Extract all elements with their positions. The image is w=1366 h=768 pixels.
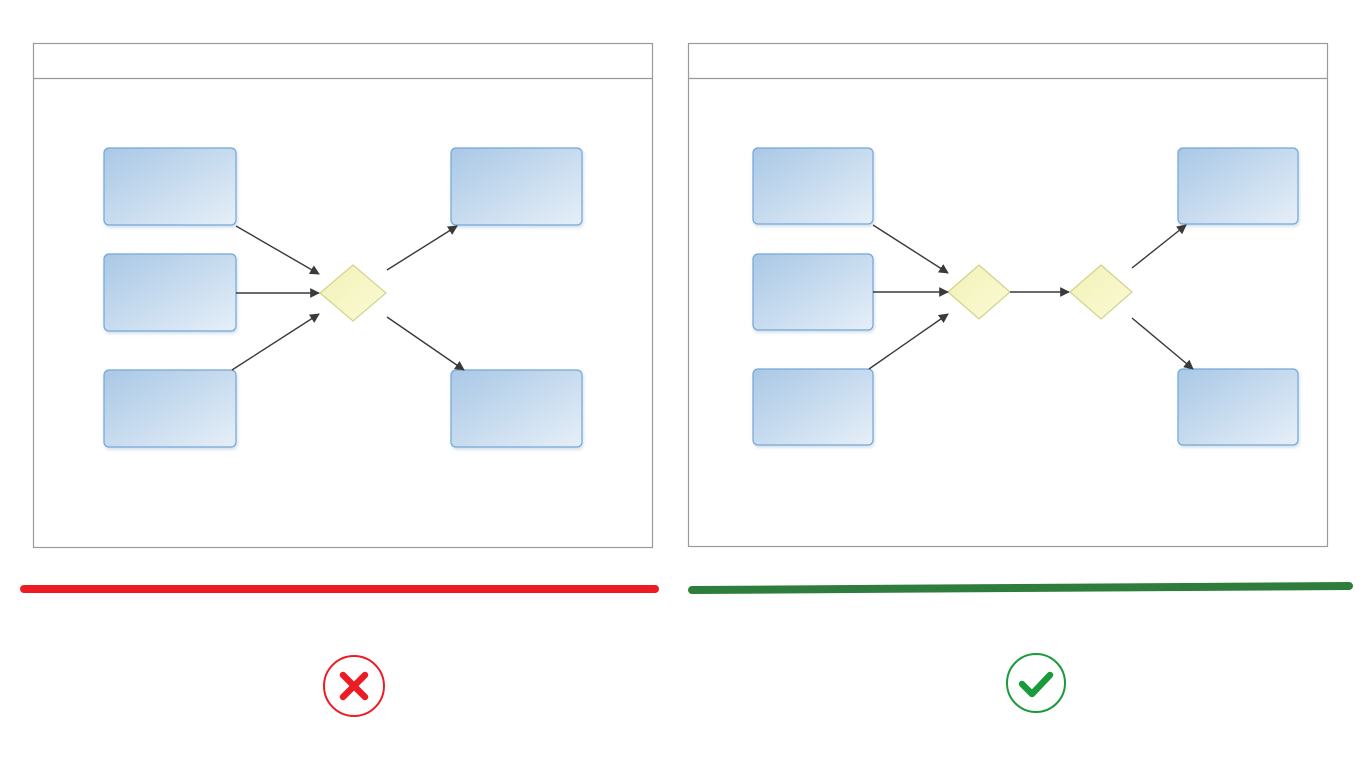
check-circle-icon <box>1006 653 1066 713</box>
task-box-output-1[interactable] <box>1177 147 1299 225</box>
task-box-input-2[interactable] <box>752 253 874 331</box>
correct-example-panel <box>687 42 1353 713</box>
task-box-output-2[interactable] <box>1177 368 1299 446</box>
task-box-input-1[interactable] <box>103 147 237 226</box>
connector-arrow <box>231 313 320 371</box>
connector-arrow <box>872 224 949 274</box>
connector-arrow <box>386 316 465 371</box>
gateway-diamond-split[interactable] <box>1069 264 1133 320</box>
connector-arrow <box>1131 224 1187 269</box>
incorrect-example-panel <box>20 42 659 717</box>
x-circle-icon <box>323 655 385 717</box>
task-box-output-1[interactable] <box>450 147 583 226</box>
correct-indicator-bar <box>688 582 1353 594</box>
task-box-input-1[interactable] <box>752 147 874 225</box>
gateway-diamond[interactable] <box>319 264 387 322</box>
connector-arrow <box>868 313 949 370</box>
task-box-output-2[interactable] <box>450 369 583 448</box>
gateway-diamond-merge[interactable] <box>947 264 1011 320</box>
connector-arrow <box>386 225 458 271</box>
connector-arrow <box>235 225 320 275</box>
task-box-input-3[interactable] <box>103 369 237 448</box>
connector-arrow <box>1131 317 1194 370</box>
task-box-input-3[interactable] <box>752 368 874 446</box>
task-box-input-2[interactable] <box>103 253 237 332</box>
